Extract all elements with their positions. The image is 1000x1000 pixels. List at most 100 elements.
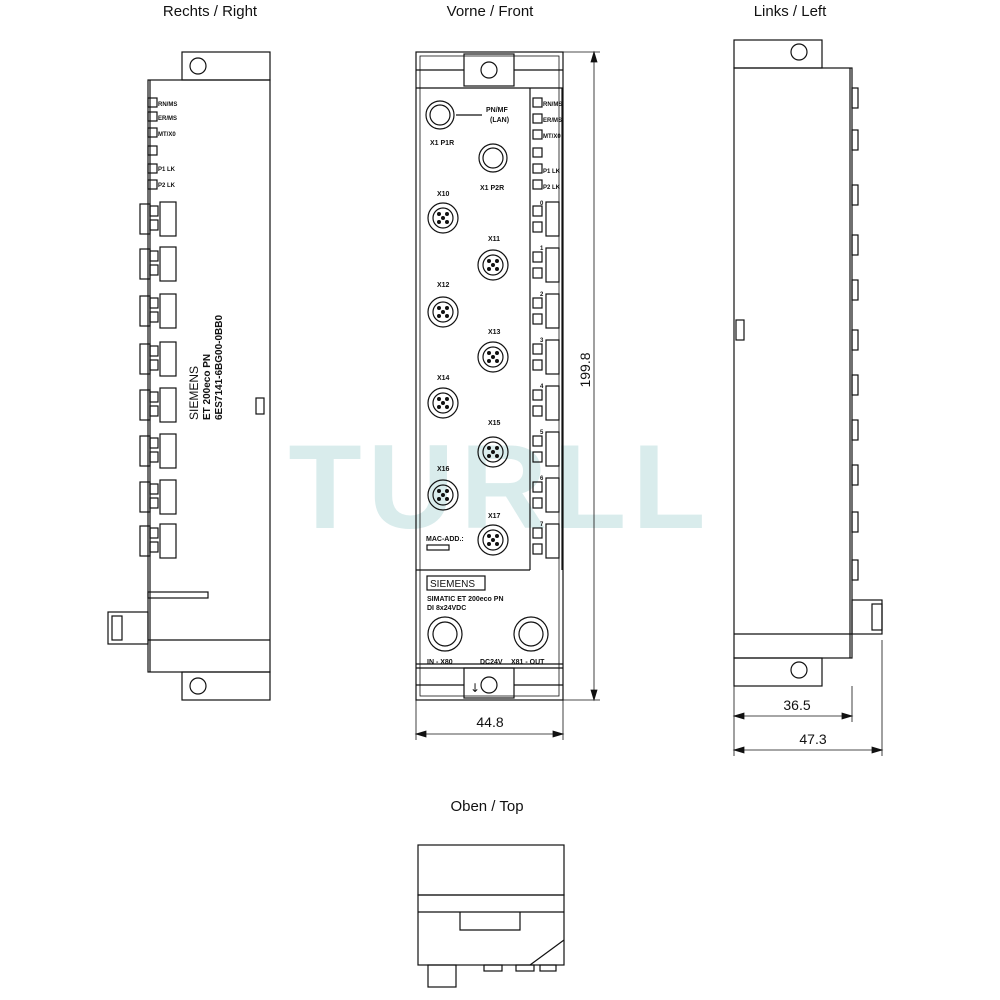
right-channel-led xyxy=(149,483,159,495)
right-channel-label-box xyxy=(159,246,177,282)
m12-connector-inner xyxy=(432,484,454,506)
right-channel-led xyxy=(149,297,159,309)
front-channel-led xyxy=(532,343,543,355)
label-x10: X10 xyxy=(437,191,450,198)
right-channel-clip xyxy=(139,525,151,557)
label-x1p1r: X1 P1R xyxy=(430,140,454,147)
m12-pin xyxy=(437,306,442,311)
svg-text:RN/MS: RN/MS xyxy=(543,102,562,108)
left-bottom-tab xyxy=(733,657,823,687)
left-side-bump xyxy=(851,234,859,256)
right-channel-led xyxy=(149,527,159,539)
right-channel-label-box xyxy=(159,523,177,559)
front-channel-led xyxy=(532,527,543,539)
front-channel-led xyxy=(532,205,543,217)
right-channel-led xyxy=(149,345,159,357)
m12-pin xyxy=(445,405,450,410)
m12-pin xyxy=(437,220,442,225)
front-labels: PN/MF (LAN) X1 P1R X1 P2R MAC-ADD.: SIEM… xyxy=(426,102,562,695)
front-status-led xyxy=(532,97,543,108)
m12-pin xyxy=(437,497,442,502)
m12-pin xyxy=(491,263,496,268)
right-top-tab xyxy=(181,51,271,81)
m12-pin xyxy=(487,533,492,538)
left-side-bump xyxy=(851,129,859,151)
m12-connector-outer xyxy=(427,296,459,328)
front-channel-column xyxy=(532,201,560,559)
svg-text:0: 0 xyxy=(540,201,544,207)
label-product-1: SIMATIC ET 200eco PN xyxy=(427,596,504,603)
left-side-bump xyxy=(851,329,859,351)
front-channel-led xyxy=(532,389,543,401)
m12-pin xyxy=(445,212,450,217)
svg-text:RN/MS: RN/MS xyxy=(158,102,177,108)
right-channel-label-box xyxy=(159,387,177,423)
right-channel-led xyxy=(149,451,159,463)
m12-pin xyxy=(491,450,496,455)
right-bottom-hole xyxy=(189,677,207,695)
top-view xyxy=(417,844,565,988)
m12-connector-outer xyxy=(477,524,509,556)
m12-pin xyxy=(495,359,500,364)
m12-pin xyxy=(487,267,492,272)
svg-text:3: 3 xyxy=(540,338,544,344)
m12-pin xyxy=(441,310,446,315)
m12-connector-outer xyxy=(427,479,459,511)
right-channel-led xyxy=(149,205,159,217)
svg-text:5: 5 xyxy=(540,430,544,436)
front-channel-led xyxy=(532,297,543,309)
right-channel-label-box xyxy=(159,293,177,329)
m12-connector-outer xyxy=(477,436,509,468)
right-channel-clip xyxy=(139,343,151,375)
dim-depth-body: 36.5 xyxy=(783,697,810,713)
m12-pin xyxy=(441,493,446,498)
m12-pin xyxy=(441,401,446,406)
left-side-bump xyxy=(851,419,859,441)
left-side-bump xyxy=(851,279,859,301)
front-channel-label-box xyxy=(545,339,560,375)
m12-pin xyxy=(491,537,496,542)
m12-pin xyxy=(495,351,500,356)
m12-connector-outer xyxy=(477,341,509,373)
svg-text:MT/X0: MT/X0 xyxy=(543,134,561,140)
front-led-column xyxy=(532,97,543,190)
svg-text:2: 2 xyxy=(540,292,544,298)
title-right-view: Rechts / Right xyxy=(163,3,258,20)
label-brand: SIEMENS xyxy=(430,579,475,590)
left-view xyxy=(733,39,883,687)
right-channel-led xyxy=(149,311,159,323)
m12-connector-inner xyxy=(432,392,454,414)
right-channel-led xyxy=(149,497,159,509)
m12-connector-outer xyxy=(427,387,459,419)
m12-pin xyxy=(437,405,442,410)
front-channel-label-box xyxy=(545,523,560,559)
front-connector-group xyxy=(427,202,509,556)
m12-pin xyxy=(441,216,446,221)
title-front-view: Vorne / Front xyxy=(447,3,535,20)
front-channel-led xyxy=(532,267,543,279)
side-line2: 6ES7141-6BG00-0BB0 xyxy=(214,315,225,420)
right-view xyxy=(107,51,271,701)
m12-pin xyxy=(445,220,450,225)
left-top-tab xyxy=(733,39,823,69)
svg-text:7: 7 xyxy=(540,522,544,528)
front-body-outline xyxy=(415,51,564,701)
right-channel-led xyxy=(149,437,159,449)
label-power-in: IN - X80 xyxy=(427,659,453,666)
left-side-bump xyxy=(851,464,859,486)
front-status-led xyxy=(532,113,543,124)
svg-text:ER/MS: ER/MS xyxy=(158,116,177,122)
side-brand: SIEMENS xyxy=(187,366,201,420)
right-channel-led xyxy=(149,391,159,403)
right-channel-led xyxy=(149,219,159,231)
right-channel-column xyxy=(139,201,177,559)
m12-pin xyxy=(487,541,492,546)
front-channel-led xyxy=(532,251,543,263)
m12-pin xyxy=(445,497,450,502)
left-bottom-hole xyxy=(790,661,808,679)
front-status-led xyxy=(532,179,543,190)
front-channel-led xyxy=(532,435,543,447)
left-body xyxy=(733,67,853,659)
right-channel-label-box xyxy=(159,341,177,377)
right-channel-led xyxy=(149,250,159,262)
